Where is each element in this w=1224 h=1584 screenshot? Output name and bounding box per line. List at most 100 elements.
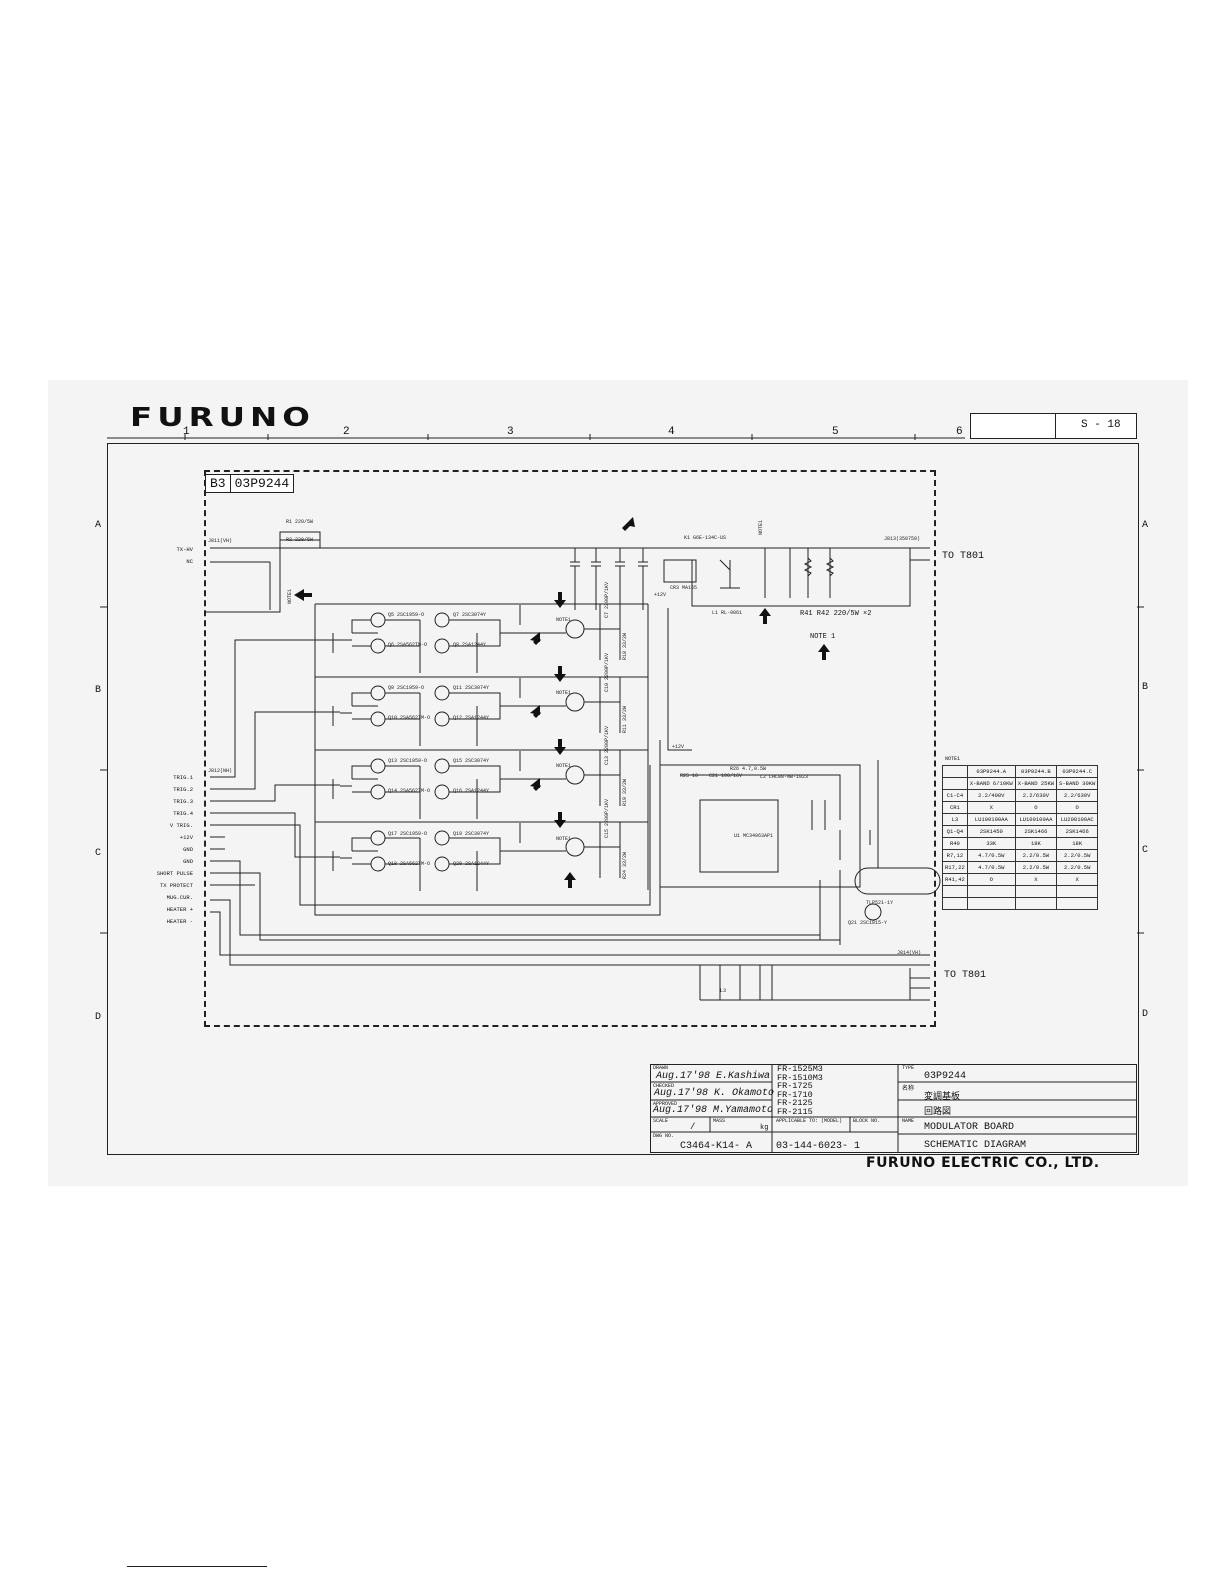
model-item: FR-1525M3 bbox=[777, 1064, 823, 1074]
note-marker: NOTE1 bbox=[758, 519, 764, 535]
table-cell: Q1-Q4 bbox=[942, 825, 968, 838]
column-number: 1 bbox=[183, 426, 190, 438]
component-label: C21 100/16V bbox=[709, 773, 743, 779]
model-item: FR-1725 bbox=[777, 1081, 813, 1091]
table-cell: 03P9244.A bbox=[966, 765, 1016, 778]
cap-label: C13 2200P/1KV bbox=[604, 725, 610, 765]
table-cell: 03P9244.C bbox=[1056, 765, 1099, 778]
note-table: 03P9244.A 03P9244.B 03P9244.C X-BAND 6/1… bbox=[942, 765, 1099, 910]
transistor-label: Q8 2SA1244Y bbox=[453, 642, 487, 648]
table-cell: O bbox=[966, 873, 1016, 886]
table-cell bbox=[1056, 885, 1099, 898]
table-cell: 2.2/0.5W bbox=[1056, 849, 1099, 862]
table-cell: 2SK1466 bbox=[1056, 825, 1099, 838]
pin-label: GND bbox=[183, 846, 193, 853]
table-cell: O bbox=[1056, 801, 1099, 814]
type-value: 03P9244 bbox=[924, 1071, 967, 1082]
pin-label: TX-HV bbox=[176, 546, 193, 553]
connector-j812: J812(NH) bbox=[208, 768, 233, 774]
pin-label: HEATER + bbox=[166, 906, 193, 913]
checked-signature: Aug.17'98 K. Okamoto bbox=[654, 1088, 775, 1099]
to-t801-top: TO T801 bbox=[942, 551, 985, 562]
drawing-frame bbox=[107, 443, 1139, 1155]
pin-label: GND bbox=[183, 858, 193, 865]
table-row: R17,22 4.7/0.5W 2.2/0.5W 2.2/0.5W bbox=[942, 861, 1099, 874]
name-jp: 変調基板 bbox=[924, 1092, 961, 1102]
table-cell: X bbox=[966, 801, 1016, 814]
column-number: 2 bbox=[343, 426, 350, 438]
board-tag: B3 03P9244 bbox=[205, 474, 295, 493]
component-label: R25 10 bbox=[680, 773, 699, 779]
name-en: MODULATOR BOARD bbox=[924, 1122, 1015, 1133]
res-label: R11 33/2W bbox=[622, 705, 628, 733]
row-letter: B bbox=[95, 685, 102, 696]
table-cell: 2.2/0.5W bbox=[1014, 849, 1058, 862]
drawn-signature: Aug.17'98 E.Kashiwa bbox=[656, 1071, 771, 1082]
transistor-label: Q18 2SA562TM-O bbox=[388, 861, 431, 867]
component-label: R2 220/5W bbox=[286, 537, 314, 543]
table-cell: R41,42 bbox=[942, 873, 968, 886]
component-label: TLP521-1Y bbox=[866, 900, 894, 906]
table-cell bbox=[966, 885, 1016, 898]
cap-label: C15 2200P/1KV bbox=[604, 798, 610, 838]
scale-value: / bbox=[690, 1122, 696, 1132]
component-label: R26 4.7,0.5W bbox=[730, 766, 767, 772]
table-row: R41,42 O X X bbox=[942, 873, 1099, 886]
row-letter: C bbox=[95, 848, 102, 859]
note-marker: NOTE1 bbox=[287, 588, 293, 604]
drawn-label: DRAWN bbox=[653, 1065, 669, 1071]
table-cell: 18K bbox=[1014, 837, 1058, 850]
row-letter: B bbox=[1142, 682, 1149, 693]
column-number: 6 bbox=[956, 426, 963, 438]
pin-label: TRIG.3 bbox=[173, 798, 193, 805]
note-marker: NOTE1 bbox=[556, 836, 572, 842]
name-label: NAME bbox=[902, 1118, 915, 1124]
table-row: L3 LU100100AA LU100100AA LU200100AC bbox=[942, 813, 1099, 826]
table-cell: 2.2/0.5W bbox=[1014, 861, 1058, 874]
table-cell: R7,12 bbox=[942, 849, 968, 862]
type-label: TYPE bbox=[902, 1065, 915, 1071]
table-cell: 33K bbox=[966, 837, 1016, 850]
table-cell: 2.2/0.5W bbox=[1056, 861, 1099, 874]
to-t801-bottom: TO T801 bbox=[944, 970, 987, 981]
pin-label: MUG.CUR. bbox=[166, 894, 193, 901]
scale-label: SCALE bbox=[653, 1118, 669, 1124]
table-cell: O bbox=[1014, 801, 1058, 814]
pin-label: TRIG.2 bbox=[173, 786, 193, 793]
component-label: L2 LHL08-NB-1023 bbox=[760, 774, 809, 780]
note-marker: NOTE1 bbox=[556, 690, 572, 696]
pin-label: NC bbox=[186, 558, 193, 565]
transistor-label: Q5 2SC1959-O bbox=[388, 612, 425, 618]
transistor-label: Q11 2SC3074Y bbox=[453, 685, 490, 691]
transistor-label: Q20 2SA1244Y bbox=[453, 861, 490, 867]
row-letter: D bbox=[1142, 1009, 1149, 1020]
transistor-label: Q9 2SC1959-O bbox=[388, 685, 425, 691]
table-cell: 03P9244.B bbox=[1014, 765, 1058, 778]
applicable-label: APPLICABLE TO: (MODEL) bbox=[776, 1118, 843, 1124]
document-number: 03-144-6023- 1 bbox=[776, 1141, 861, 1152]
rail-12v: +12V bbox=[672, 744, 685, 750]
table-row: X-BAND 6/10KW X-BAND 25KW S-BAND 30KW bbox=[942, 777, 1099, 790]
transistor-label: Q7 2SC3074Y bbox=[453, 612, 487, 618]
transistor-label: Q15 2SC3074Y bbox=[453, 758, 490, 764]
component-label: L3 bbox=[720, 988, 727, 994]
furuno-logo: FURUNO bbox=[130, 403, 315, 433]
table-cell bbox=[942, 885, 968, 898]
component-label: CR3 MA165 bbox=[670, 585, 698, 591]
table-cell: 4.7/0.5W bbox=[966, 849, 1016, 862]
table-cell: C1-C4 bbox=[942, 789, 968, 802]
table-cell: LU200100AC bbox=[1056, 813, 1099, 826]
note-handwritten: NOTE 1 bbox=[810, 633, 836, 641]
note-marker: NOTE1 bbox=[556, 617, 572, 623]
table-cell: 2SK1450 bbox=[966, 825, 1016, 838]
table-cell: S-BAND 30KW bbox=[1056, 777, 1099, 790]
transistor-label: Q17 2SC1959-O bbox=[388, 831, 428, 837]
transistor-label: Q16 2SA1244Y bbox=[453, 788, 490, 794]
company-name: FURUNO ELECTRIC CO., LTD. bbox=[866, 1155, 1100, 1171]
table-cell: R17,22 bbox=[942, 861, 968, 874]
table-cell: X-BAND 25KW bbox=[1014, 777, 1058, 790]
res-label: R24 33/2W bbox=[622, 851, 628, 879]
model-item: FR-1510M3 bbox=[777, 1072, 823, 1083]
approved-signature: Aug.17'98 M.Yamamoto bbox=[653, 1105, 774, 1116]
res-label: R18 33/2W bbox=[622, 632, 628, 660]
